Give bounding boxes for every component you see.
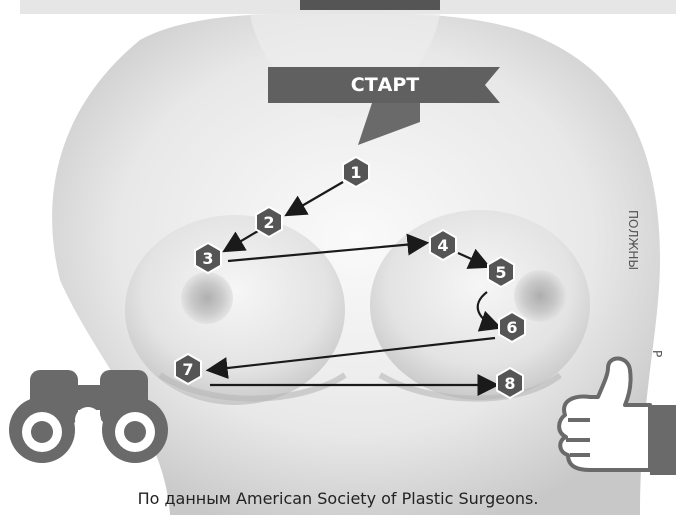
step-marker-1: 1: [343, 157, 369, 187]
right-nipple: [514, 270, 566, 322]
step-number: 3: [202, 249, 213, 268]
step-marker-4: 4: [430, 230, 456, 260]
binoculars-icon: [9, 370, 168, 463]
step-number: 5: [495, 263, 506, 282]
step-number: 8: [504, 374, 515, 393]
step-marker-6: 6: [499, 312, 525, 342]
source-caption: По данным American Society of Plastic Su…: [0, 489, 676, 508]
step-marker-3: 3: [195, 243, 221, 273]
side-text-2: Р: [650, 350, 664, 357]
left-nipple: [181, 272, 233, 324]
step-number: 6: [506, 318, 517, 337]
step-marker-7: 7: [175, 354, 201, 384]
start-label: СТАРТ: [351, 74, 420, 96]
title-bar-fragment: [300, 0, 440, 10]
side-text: ПОЛЖНЫ: [622, 210, 640, 300]
step-number: 4: [437, 236, 448, 255]
step-number: 7: [182, 360, 193, 379]
step-marker-5: 5: [488, 257, 514, 287]
step-number: 2: [263, 213, 274, 232]
step-marker-2: 2: [256, 207, 282, 237]
step-marker-8: 8: [497, 368, 523, 398]
step-number: 1: [350, 163, 361, 182]
